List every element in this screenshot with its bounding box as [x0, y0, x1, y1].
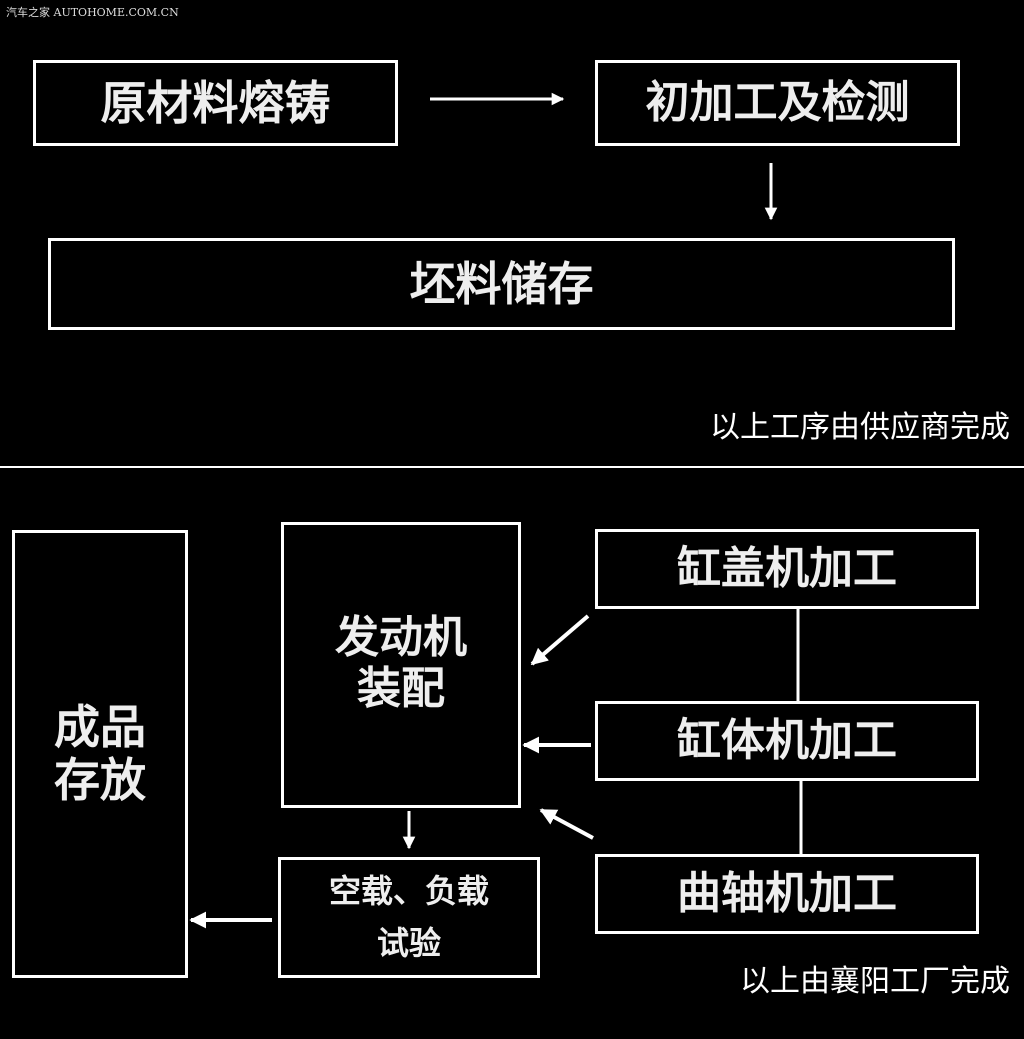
arrow-head-to-assembly [530, 614, 590, 666]
initial-processing-label: 初加工及检测 [645, 76, 910, 128]
watermark: 汽车之家 AUTOHOME.COM.CN [6, 6, 179, 19]
engine-assembly-box: 发动机 装配 [281, 522, 521, 808]
arrow-crank-to-assembly [539, 808, 594, 840]
crankshaft-box: 曲轴机加工 [595, 854, 979, 934]
crankshaft-label: 曲轴机加工 [677, 867, 897, 919]
cylinder-block-box: 缸体机加工 [595, 701, 979, 781]
cylinder-block-label: 缸体机加工 [677, 714, 897, 766]
raw-casting-box: 原材料熔铸 [33, 60, 398, 146]
engine-assembly-label: 发动机 装配 [335, 612, 467, 714]
section-divider [0, 466, 1024, 468]
raw-casting-label: 原材料熔铸 [100, 75, 331, 130]
blank-storage-label: 坯料储存 [409, 256, 594, 311]
load-test-box: 空载、负载 试验 [278, 857, 540, 978]
factory-note: 以上由襄阳工厂完成 [740, 964, 1010, 999]
cylinder-head-label: 缸盖机加工 [677, 542, 897, 594]
finished-storage-box: 成品 存放 [12, 530, 188, 978]
supplier-note: 以上工序由供应商完成 [710, 410, 1010, 445]
load-test-label: 空载、负载 试验 [328, 872, 489, 962]
blank-storage-box: 坯料储存 [48, 238, 955, 330]
cylinder-head-box: 缸盖机加工 [595, 529, 979, 609]
finished-storage-label: 成品 存放 [54, 700, 146, 807]
initial-processing-box: 初加工及检测 [595, 60, 960, 146]
